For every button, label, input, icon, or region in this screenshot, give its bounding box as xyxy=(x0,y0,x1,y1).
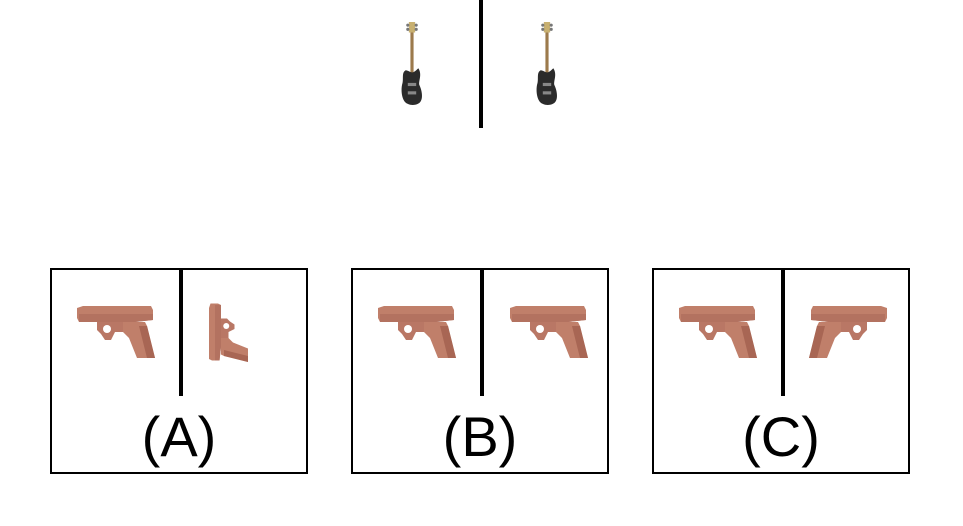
electric-bass-guitar-icon xyxy=(398,22,426,106)
handgun-icon xyxy=(507,302,589,362)
option-divider xyxy=(179,270,183,396)
option-a[interactable]: (A) xyxy=(50,268,308,474)
reference-divider xyxy=(479,0,483,128)
option-label: (A) xyxy=(141,405,217,468)
electric-bass-guitar-icon xyxy=(533,22,561,106)
handgun-icon xyxy=(375,302,457,362)
option-divider xyxy=(480,270,484,396)
handgun-icon xyxy=(676,302,758,362)
option-c[interactable]: (C) xyxy=(652,268,910,474)
handgun-icon xyxy=(206,302,288,362)
option-label: (C) xyxy=(742,405,820,468)
handgun-icon xyxy=(74,302,156,362)
option-divider xyxy=(781,270,785,396)
handgun-icon xyxy=(808,302,890,362)
option-label: (B) xyxy=(442,405,518,468)
option-b[interactable]: (B) xyxy=(351,268,609,474)
